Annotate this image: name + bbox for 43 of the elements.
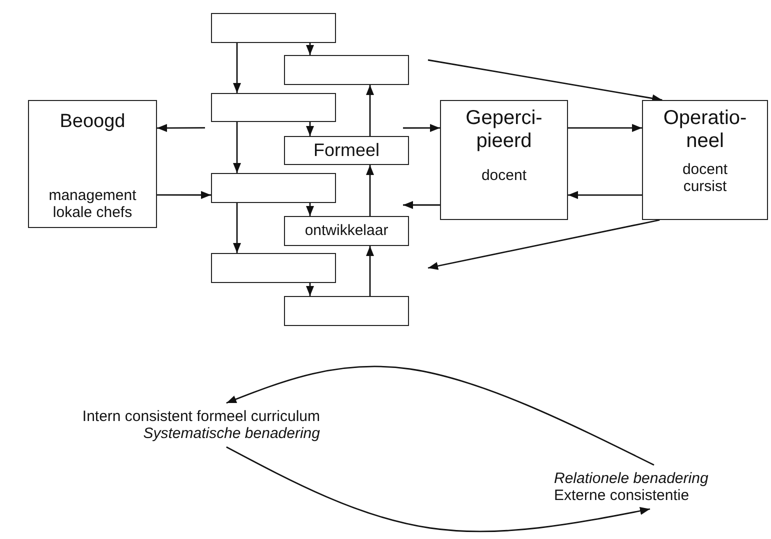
process-box — [440, 100, 568, 220]
arrow — [157, 124, 205, 132]
arrow — [428, 59, 662, 102]
arrow — [568, 191, 642, 200]
box-text: docent — [481, 167, 527, 184]
arrow — [306, 43, 314, 55]
arrow — [366, 85, 374, 136]
box-heading: Formeel — [313, 140, 380, 161]
arrow — [366, 246, 374, 296]
curved-arrow — [226, 446, 650, 532]
arrow — [403, 124, 440, 132]
process-box — [284, 216, 409, 246]
box-text: docent cursist — [681, 161, 729, 196]
empty-box — [284, 55, 409, 85]
arrow — [366, 165, 374, 216]
arrow — [233, 203, 241, 253]
empty-box — [211, 93, 336, 122]
arrow — [233, 122, 241, 173]
arrow — [428, 219, 660, 270]
box-text: management lokale chefs — [48, 186, 138, 221]
empty-box — [211, 13, 336, 43]
process-box — [28, 100, 157, 228]
empty-box — [284, 296, 409, 326]
arrow — [306, 283, 314, 296]
text-label: Relationele benadering — [554, 470, 708, 487]
process-box — [284, 136, 409, 165]
text-label: Intern consistent formeel curriculum — [82, 408, 320, 425]
arrow — [233, 43, 241, 93]
text-label: Externe consistentie — [554, 487, 690, 504]
arrow — [568, 124, 642, 132]
arrow — [403, 201, 440, 209]
arrow — [157, 190, 211, 199]
box-heading: ontwikkelaar — [304, 222, 388, 240]
empty-box — [211, 173, 336, 203]
box-heading: Beoogd — [60, 111, 126, 133]
empty-box — [211, 253, 336, 283]
arrow — [306, 203, 314, 216]
process-box — [642, 100, 768, 220]
curved-arrow — [226, 366, 654, 466]
box-heading: Operatio- neel — [662, 107, 748, 153]
arrow — [306, 122, 314, 136]
box-heading: Geperci- pieerd — [464, 107, 544, 153]
text-label: Systematische benadering — [143, 425, 320, 442]
